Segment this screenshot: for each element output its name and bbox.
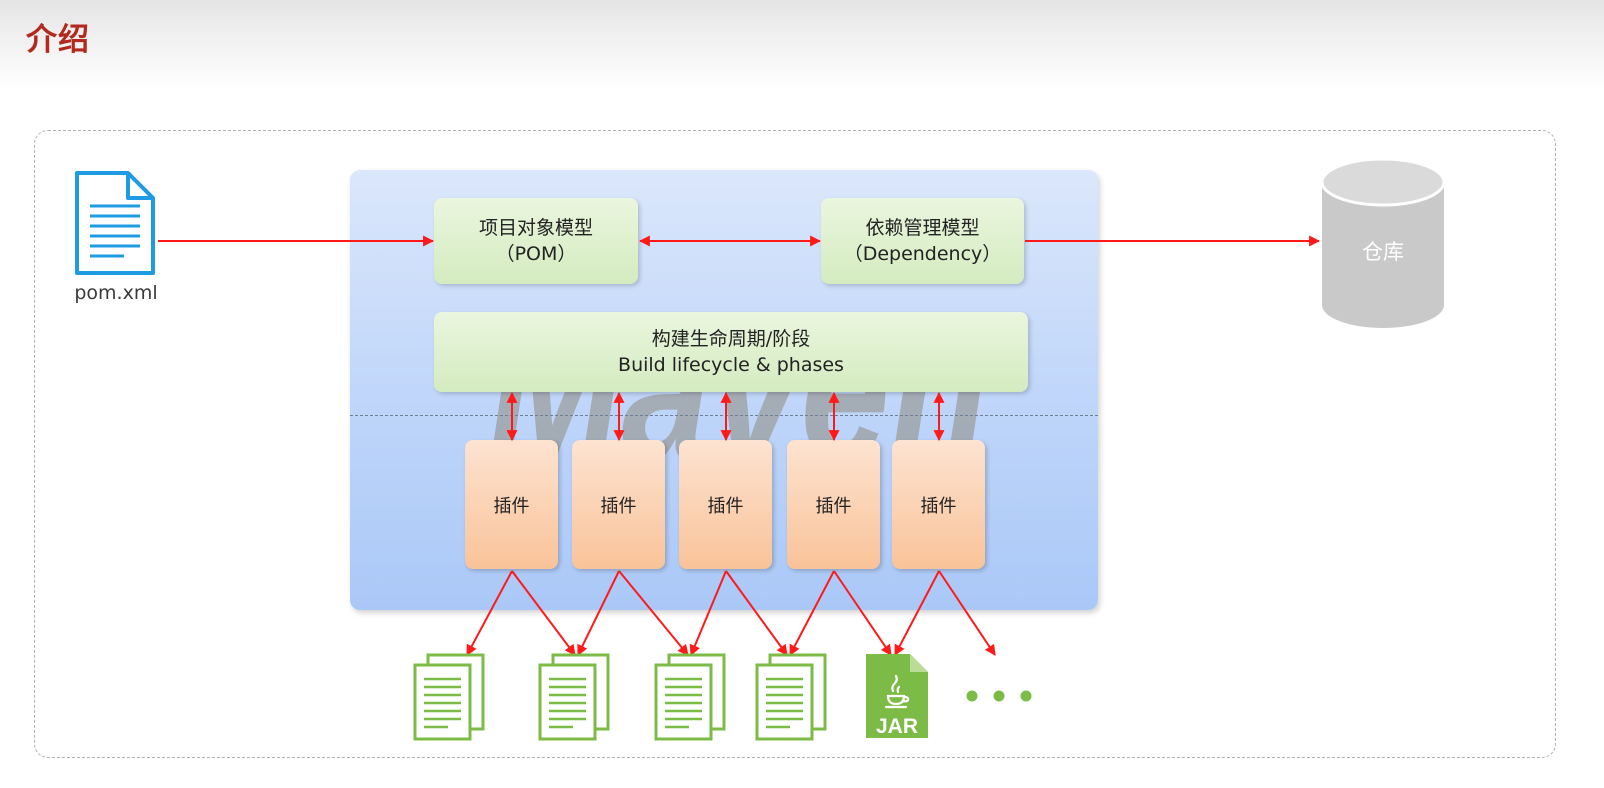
plugin-label: 插件	[493, 495, 530, 517]
arrow-plugin-output	[938, 570, 996, 656]
lifecycle-title: 构建生命周期/阶段	[651, 328, 811, 350]
documents-icon	[755, 653, 827, 741]
documents-icon	[538, 653, 610, 741]
arrow-plugin-output	[833, 570, 892, 656]
jar-file-icon: JAR	[866, 654, 928, 738]
plugin-label: 插件	[815, 495, 852, 517]
document-icon	[75, 171, 155, 275]
documents-icon	[654, 653, 726, 741]
database-cylinder-icon	[1320, 157, 1446, 328]
arrow-plugin-output	[511, 570, 576, 656]
arrow-plugin-output	[466, 570, 513, 656]
page-title: 介绍	[26, 22, 90, 58]
arrow-plugin-output	[689, 570, 727, 657]
pom-model-subtitle: （POM）	[495, 243, 577, 265]
lifecycle-box: 构建生命周期/阶段 Build lifecycle & phases	[434, 312, 1028, 392]
plugin-label: 插件	[920, 495, 957, 517]
diagram-frame	[34, 130, 1556, 758]
plugin-box: 插件	[892, 440, 985, 569]
documents-icon	[413, 653, 485, 741]
plugin-label: 插件	[707, 495, 744, 517]
arrow-plugin-output	[894, 570, 940, 656]
arrow-plugin-output	[725, 570, 788, 656]
jar-badge-text: JAR	[876, 715, 918, 738]
arrow-plugin-output	[789, 570, 835, 656]
plugin-box: 插件	[787, 440, 880, 569]
pom-model-title: 项目对象模型	[478, 217, 593, 239]
plugin-box: 插件	[679, 440, 772, 569]
pom-model-box: 项目对象模型 （POM）	[434, 198, 638, 284]
lifecycle-subtitle: Build lifecycle & phases	[618, 354, 844, 376]
plugin-label: 插件	[600, 495, 637, 517]
header-bar: 介绍	[0, 0, 1604, 90]
plugin-box: 插件	[572, 440, 665, 569]
plugin-box: 插件	[465, 440, 558, 569]
dependency-model-title: 依赖管理模型	[865, 217, 980, 239]
arrow-plugin-output	[577, 570, 620, 656]
repository-label: 仓库	[1362, 240, 1404, 264]
ellipsis-icon	[966, 690, 1032, 702]
dependency-model-box: 依赖管理模型 （Dependency）	[821, 198, 1024, 284]
pom-file-label: pom.xml	[74, 282, 158, 304]
arrow-plugin-output	[618, 570, 689, 656]
dependency-model-subtitle: （Dependency）	[843, 243, 1002, 265]
